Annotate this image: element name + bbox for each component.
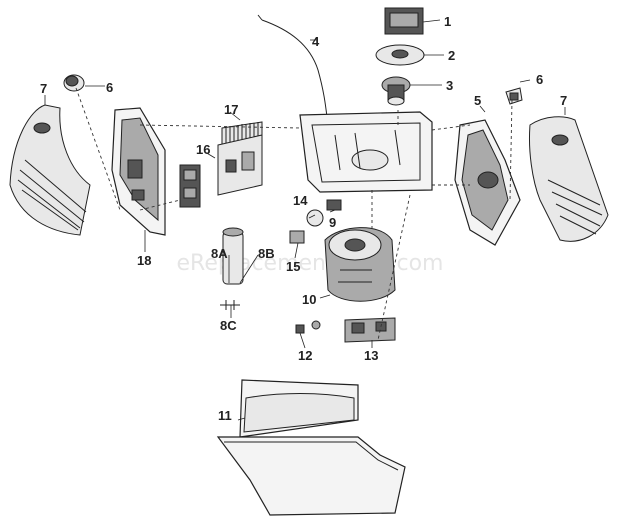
label-part-9: 9 — [329, 215, 336, 230]
cover — [216, 379, 406, 516]
travel-module — [306, 199, 342, 227]
chassis-plate — [299, 111, 433, 193]
label-part-13: 13 — [364, 348, 378, 363]
label-part-5: 5 — [474, 93, 481, 108]
motor-bracket — [289, 230, 305, 244]
label-part-4: 4 — [312, 34, 320, 49]
label-part-7-right: 7 — [560, 93, 567, 108]
left-light-lens — [9, 104, 91, 236]
label-part-2: 2 — [448, 48, 455, 63]
label-part-16: 16 — [196, 142, 210, 157]
label-part-18: 18 — [137, 253, 151, 268]
drive-gear — [375, 44, 425, 66]
label-part-7-left: 7 — [40, 81, 47, 96]
logic-board — [217, 134, 263, 196]
label-part-11: 11 — [218, 408, 232, 423]
left-light-socket — [63, 74, 85, 92]
sensor-bracket — [344, 317, 396, 343]
right-light-lens — [529, 116, 609, 242]
label-part-14: 14 — [293, 193, 308, 208]
label-part-6-left: 6 — [106, 80, 113, 95]
label-part-8b: 8B — [258, 246, 275, 261]
label-part-3: 3 — [446, 78, 453, 93]
label-part-6-right: 6 — [536, 72, 543, 87]
capacitor — [222, 227, 244, 285]
assembly-lines — [75, 87, 513, 341]
rpm-sensor — [384, 7, 424, 35]
label-part-12: 12 — [298, 348, 312, 363]
label-part-15: 15 — [286, 259, 300, 274]
right-light-socket — [505, 87, 523, 105]
label-part-17: 17 — [224, 102, 238, 117]
screw — [295, 320, 321, 334]
board-connector — [179, 164, 201, 208]
left-end-panel — [111, 107, 166, 236]
label-part-1: 1 — [444, 14, 451, 29]
label-part-10: 10 — [302, 292, 316, 307]
watermark: eReplacementParts.com — [177, 251, 444, 276]
motor — [324, 227, 396, 302]
worm-gear — [381, 76, 411, 106]
leader-lines — [44, 19, 566, 421]
capacitor-clip — [220, 300, 240, 310]
label-part-8a: 8A — [211, 246, 228, 261]
right-end-panel — [454, 119, 521, 246]
label-part-8c: 8C — [220, 318, 237, 333]
antenna-wire — [257, 14, 329, 126]
